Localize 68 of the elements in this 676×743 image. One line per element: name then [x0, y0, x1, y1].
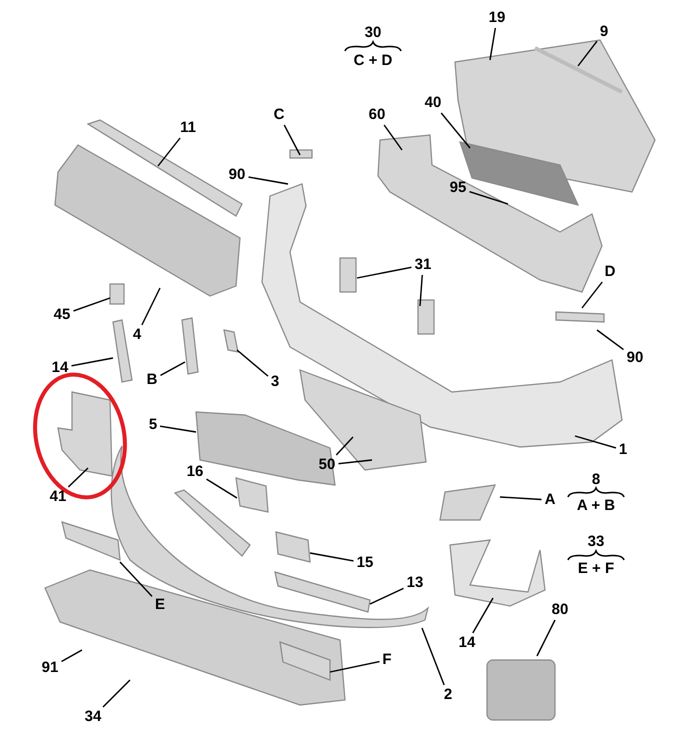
leader-line	[596, 329, 624, 350]
leader-line	[248, 176, 288, 185]
callout-number: C	[272, 106, 286, 124]
callout-number: 1	[618, 441, 628, 459]
callout-number: A	[544, 491, 556, 509]
leader-line	[284, 124, 301, 156]
leader-line	[119, 562, 153, 597]
callout-number: 41	[48, 488, 68, 506]
callout-number: E	[154, 596, 166, 614]
leader-line	[338, 459, 372, 464]
callout-number: 8	[592, 471, 600, 489]
callout-number: E + F	[578, 560, 614, 578]
leader-line	[581, 282, 603, 308]
callout-number: 4	[132, 326, 142, 344]
callout-number: 2	[442, 686, 454, 704]
callout-number: 60	[368, 106, 386, 124]
callout-number: 90	[626, 349, 644, 367]
callout-number: 50	[318, 456, 336, 474]
leader-line	[440, 112, 471, 148]
leader-line	[141, 288, 161, 326]
leader-line	[536, 620, 556, 656]
leader-line	[419, 274, 423, 306]
callout-number: 45	[52, 306, 72, 324]
leader-line	[469, 191, 508, 205]
leader-line	[489, 28, 496, 60]
leader-line	[370, 588, 404, 605]
callout-number: D	[604, 263, 616, 281]
leader-line	[71, 357, 114, 367]
leader-line	[157, 138, 181, 166]
callout-number: A + B	[576, 497, 616, 515]
leader-line	[206, 478, 238, 499]
leader-line	[472, 598, 494, 634]
callout-number: 14	[50, 359, 70, 377]
leader-line	[500, 496, 542, 500]
callout-number: F	[381, 651, 393, 669]
leader-line	[73, 297, 110, 312]
leader-line	[356, 266, 412, 279]
callout-number: 5	[148, 416, 158, 434]
callout-number: 95	[448, 179, 468, 197]
callout-number: 34	[84, 708, 102, 726]
callout-number: 91	[40, 659, 60, 677]
leader-line	[160, 361, 186, 376]
leader-line	[310, 552, 354, 562]
leader-line	[384, 124, 403, 150]
callout-number: 90	[228, 166, 246, 184]
callout-number: 80	[550, 601, 570, 619]
leader-line	[236, 349, 268, 377]
leader-line	[61, 649, 82, 662]
leader-line	[574, 435, 616, 449]
callout-number: 13	[406, 574, 424, 592]
callout-number: 40	[424, 94, 442, 112]
leader-line	[330, 660, 380, 673]
callout-number: B	[146, 371, 158, 389]
callout-number: 31	[414, 256, 432, 274]
callout-number: 9	[598, 23, 610, 41]
leader-line	[102, 680, 130, 708]
callout-number: 15	[356, 554, 374, 572]
callout-number: 3	[270, 373, 280, 391]
callout-number: 14	[458, 634, 476, 652]
leader-line	[336, 436, 354, 456]
leader-line	[160, 425, 196, 433]
callout-number: 30	[364, 24, 382, 42]
callout-number: C + D	[354, 52, 392, 70]
callout-number: 11	[179, 119, 197, 137]
callout-number: 33	[588, 533, 604, 551]
leader-line	[421, 628, 445, 686]
callout-number: 16	[186, 463, 204, 481]
callout-number: 19	[488, 9, 506, 27]
